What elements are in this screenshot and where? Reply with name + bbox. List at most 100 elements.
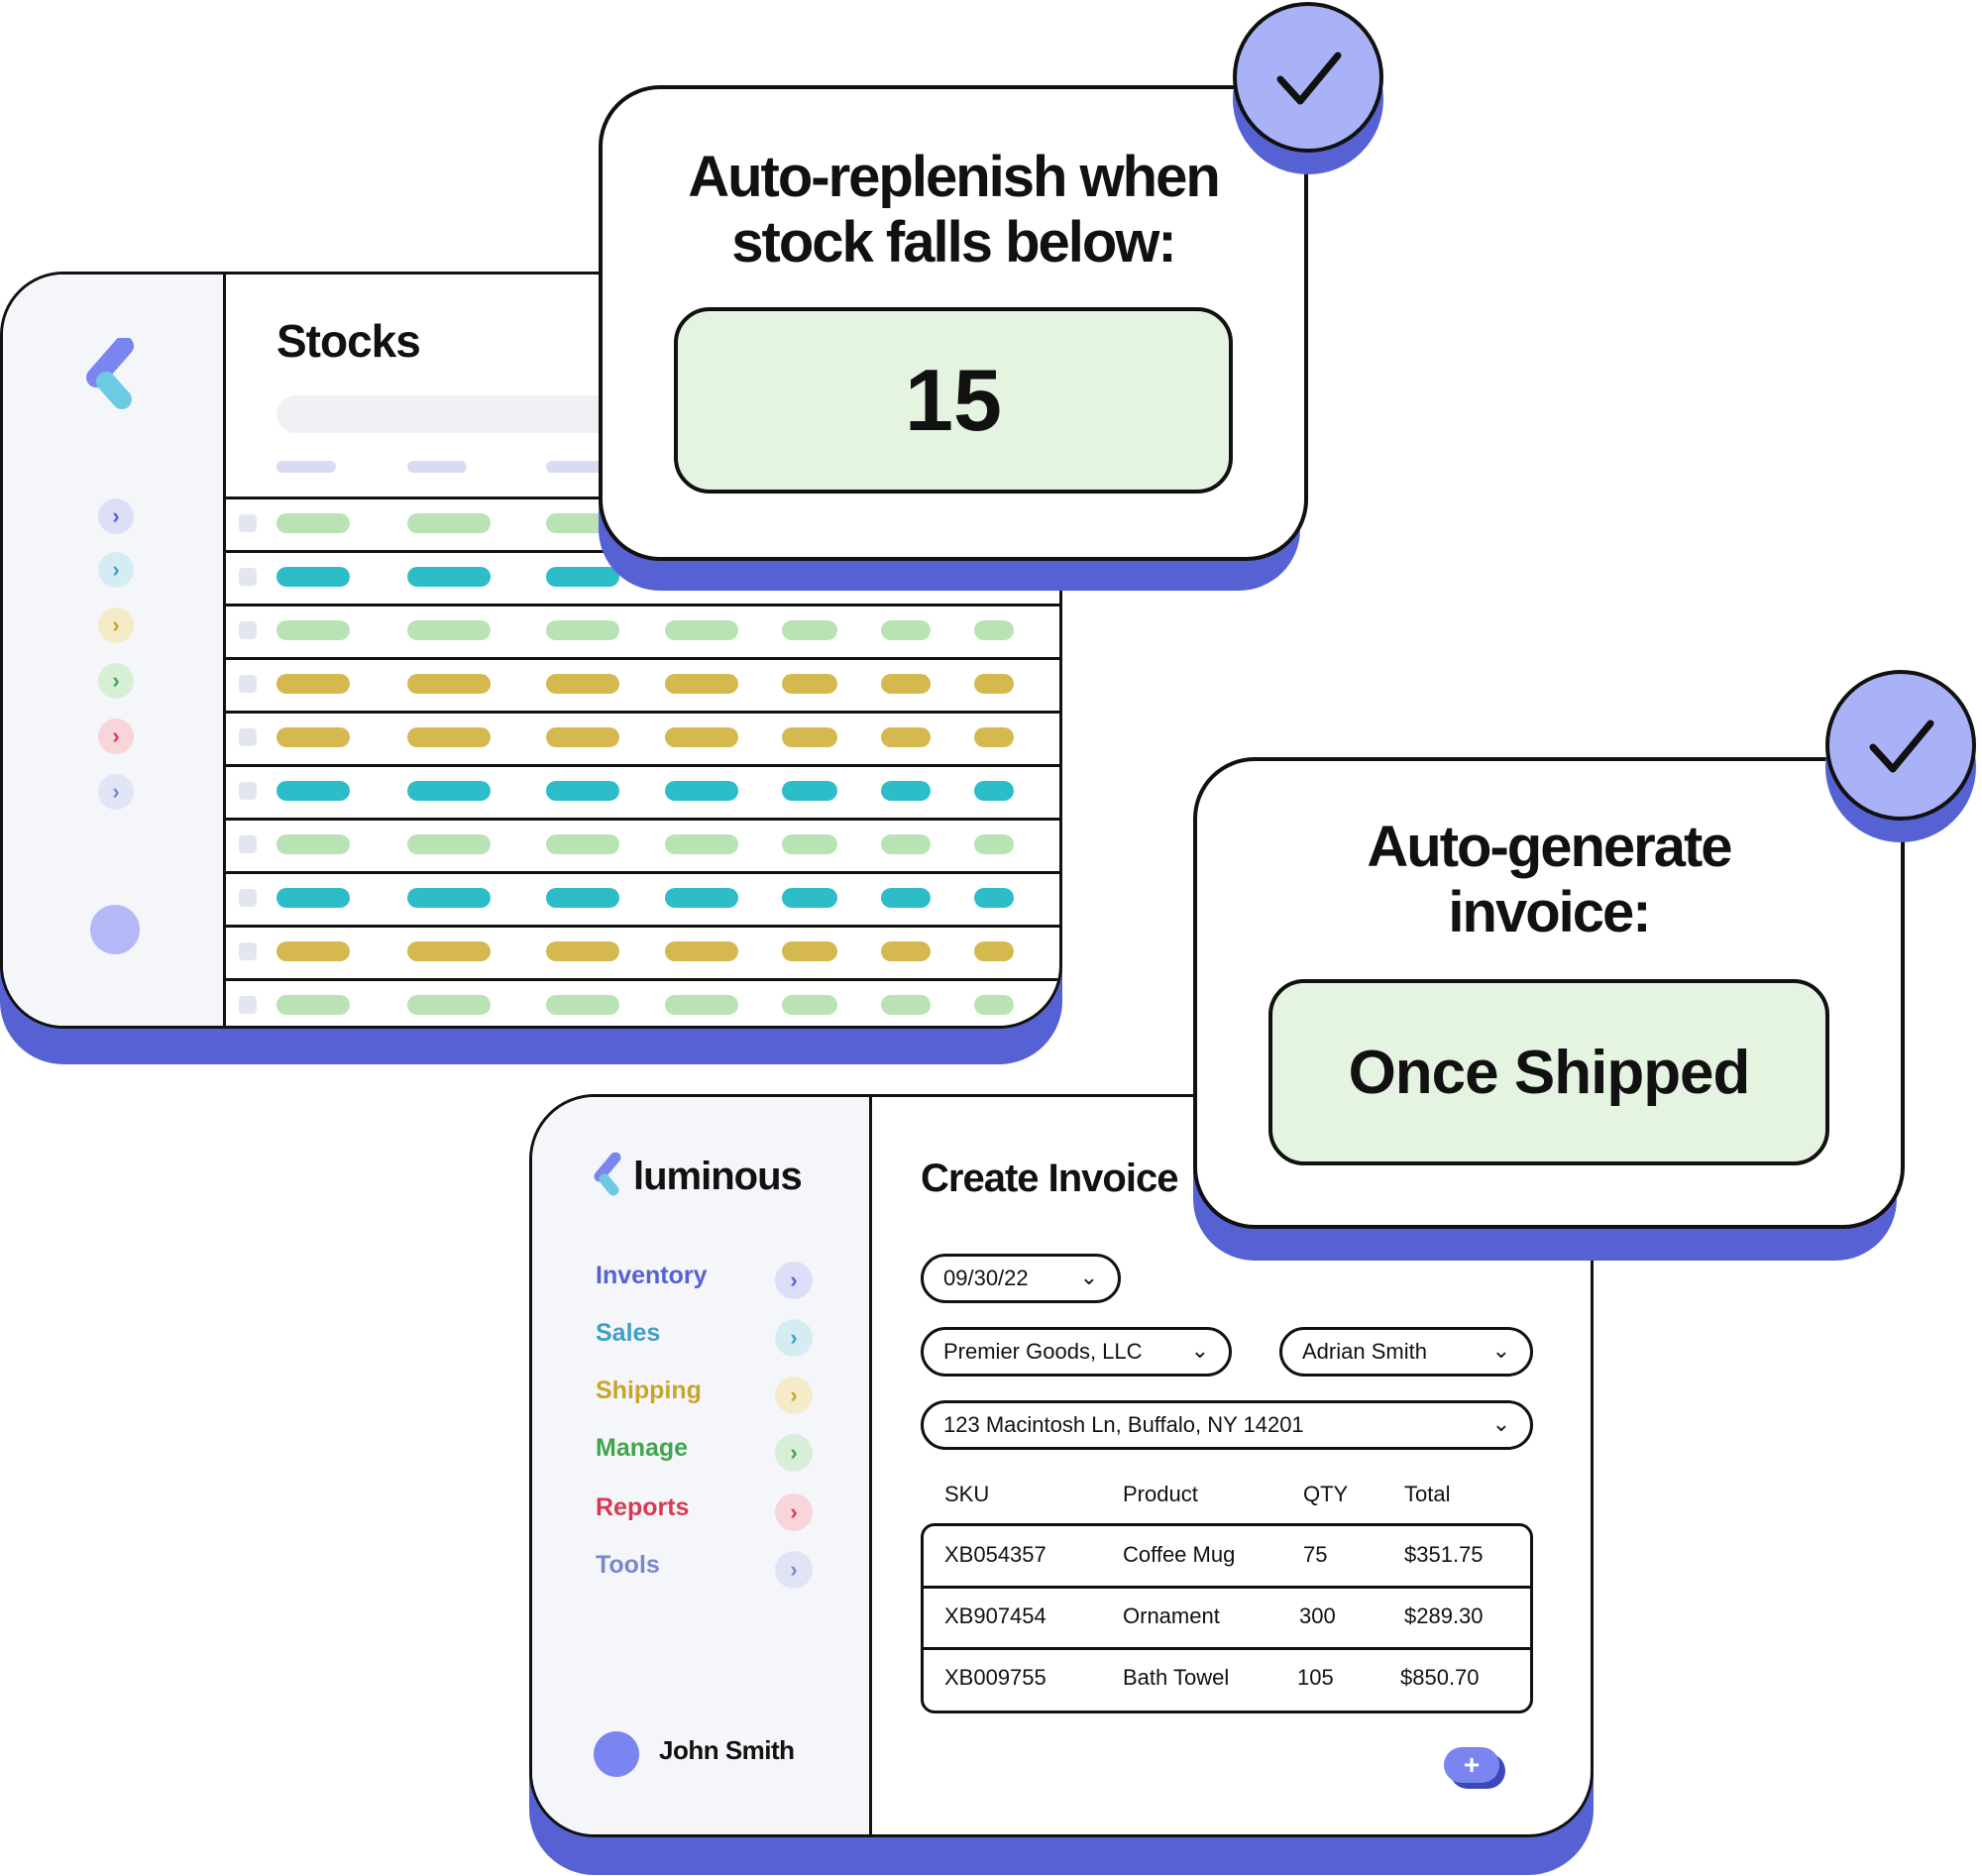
stock-cell-placeholder: [276, 888, 350, 908]
column-header-qty: QTY: [1303, 1482, 1349, 1506]
avatar[interactable]: [90, 905, 140, 954]
brand-name: luminous: [633, 1155, 803, 1198]
stock-cell-placeholder: [974, 620, 1014, 640]
stock-cell-placeholder: [407, 674, 491, 694]
invoice-trigger-field[interactable]: Once Shipped: [1268, 979, 1829, 1165]
check-icon[interactable]: [1233, 2, 1383, 153]
threshold-value-field[interactable]: 15: [674, 307, 1233, 494]
stock-cell-placeholder: [276, 674, 350, 694]
row-checkbox[interactable]: [239, 942, 257, 960]
stock-cell-placeholder: [276, 834, 350, 854]
row-divider: [223, 818, 1059, 821]
invoice-card-title-line2: invoice:: [1448, 880, 1651, 944]
contact-select[interactable]: Adrian Smith ⌄: [1279, 1327, 1533, 1377]
chevron-right-icon[interactable]: ›: [775, 1434, 813, 1472]
invoice-card-title-line1: Auto-generate: [1367, 815, 1732, 879]
chevron-right-icon[interactable]: ›: [775, 1493, 813, 1531]
row-checkbox[interactable]: [239, 568, 257, 586]
stock-cell-placeholder: [665, 941, 738, 961]
chevron-right-icon[interactable]: ›: [98, 663, 134, 699]
company-select[interactable]: Premier Goods, LLC ⌄: [921, 1327, 1232, 1377]
stock-cell-placeholder: [881, 727, 931, 747]
stock-cell-placeholder: [407, 567, 491, 587]
row-checkbox[interactable]: [239, 835, 257, 853]
check-mark-icon: [1276, 52, 1342, 105]
stock-cell-placeholder: [665, 727, 738, 747]
column-header-placeholder: [407, 461, 467, 473]
row-divider: [223, 925, 1059, 928]
stock-cell-placeholder: [665, 995, 738, 1015]
stock-cell-placeholder: [881, 888, 931, 908]
column-header-product: Product: [1123, 1482, 1198, 1506]
contact-value: Adrian Smith: [1302, 1339, 1427, 1364]
stock-cell-placeholder: [881, 995, 931, 1015]
stock-cell-placeholder: [546, 567, 619, 587]
row-divider: [223, 978, 1059, 981]
stock-cell-placeholder: [665, 834, 738, 854]
user-name: John Smith: [659, 1735, 795, 1765]
row-checkbox[interactable]: [239, 782, 257, 800]
sidebar-item-inventory[interactable]: Inventory: [596, 1262, 708, 1289]
sidebar-item-shipping[interactable]: Shipping: [596, 1377, 702, 1404]
chevron-right-icon[interactable]: ›: [98, 718, 134, 754]
stock-cell-placeholder: [407, 834, 491, 854]
replenish-card: Auto-replenish when stock falls below: 1…: [599, 85, 1308, 561]
sidebar-item-reports[interactable]: Reports: [596, 1493, 690, 1521]
address-select[interactable]: 123 Macintosh Ln, Buffalo, NY 14201 ⌄: [921, 1400, 1533, 1450]
check-mark-icon: [1869, 719, 1934, 773]
row-checkbox[interactable]: [239, 728, 257, 746]
sidebar-item-tools[interactable]: Tools: [596, 1551, 660, 1579]
chevron-down-icon: ⌄: [1491, 1411, 1510, 1436]
chevron-right-icon[interactable]: ›: [98, 552, 134, 588]
stock-cell-placeholder: [546, 781, 619, 801]
address-value: 123 Macintosh Ln, Buffalo, NY 14201: [943, 1412, 1304, 1437]
chevron-right-icon[interactable]: ›: [98, 607, 134, 643]
chevron-right-icon[interactable]: ›: [98, 498, 134, 534]
stock-cell-placeholder: [782, 888, 837, 908]
sidebar-item-sales[interactable]: Sales: [596, 1319, 661, 1347]
stock-cell-placeholder: [407, 781, 491, 801]
stock-cell-placeholder: [276, 620, 350, 640]
stock-cell-placeholder: [665, 674, 738, 694]
date-select[interactable]: 09/30/22 ⌄: [921, 1254, 1121, 1303]
stock-cell-placeholder: [407, 513, 491, 533]
chevron-right-icon[interactable]: ›: [775, 1551, 813, 1589]
row-checkbox[interactable]: [239, 621, 257, 639]
page-title: Stocks: [276, 315, 421, 367]
invoice-sidebar: luminous Inventory › Sales › Shipping › Manage…: [532, 1097, 872, 1834]
column-header-placeholder: [546, 461, 606, 473]
stock-cell-placeholder: [881, 620, 931, 640]
column-header-sku: SKU: [944, 1482, 990, 1506]
chevron-right-icon[interactable]: ›: [775, 1319, 813, 1357]
item-sku: XB054357: [944, 1542, 1046, 1567]
chevron-right-icon[interactable]: ›: [775, 1377, 813, 1414]
stock-cell-placeholder: [276, 567, 350, 587]
stock-cell-placeholder: [974, 995, 1014, 1015]
stock-cell-placeholder: [546, 941, 619, 961]
item-total: $351.75: [1404, 1542, 1484, 1567]
row-checkbox[interactable]: [239, 889, 257, 907]
replenish-title-line2: stock falls below:: [731, 210, 1176, 275]
sidebar-item-manage[interactable]: Manage: [596, 1434, 689, 1462]
chevron-down-icon: ⌄: [1190, 1338, 1209, 1363]
company-value: Premier Goods, LLC: [943, 1339, 1143, 1364]
chevron-right-icon[interactable]: ›: [98, 774, 134, 810]
chevron-right-icon[interactable]: ›: [775, 1262, 813, 1299]
stock-cell-placeholder: [546, 888, 619, 908]
row-checkbox[interactable]: [239, 675, 257, 693]
search-input[interactable]: [276, 395, 633, 433]
item-qty: 75: [1303, 1542, 1328, 1567]
row-checkbox[interactable]: [239, 996, 257, 1014]
row-checkbox[interactable]: [239, 514, 257, 532]
item-sku: XB009755: [944, 1665, 1046, 1690]
luminous-logo-icon: [86, 338, 134, 409]
item-qty: 300: [1299, 1603, 1336, 1628]
stock-cell-placeholder: [974, 781, 1014, 801]
stock-cell-placeholder: [974, 727, 1014, 747]
page-title: Create Invoice: [921, 1157, 1178, 1200]
add-item-button[interactable]: +: [1444, 1747, 1499, 1783]
check-icon[interactable]: [1825, 670, 1976, 821]
stock-cell-placeholder: [881, 781, 931, 801]
user-avatar[interactable]: [594, 1731, 639, 1777]
stock-cell-placeholder: [546, 620, 619, 640]
